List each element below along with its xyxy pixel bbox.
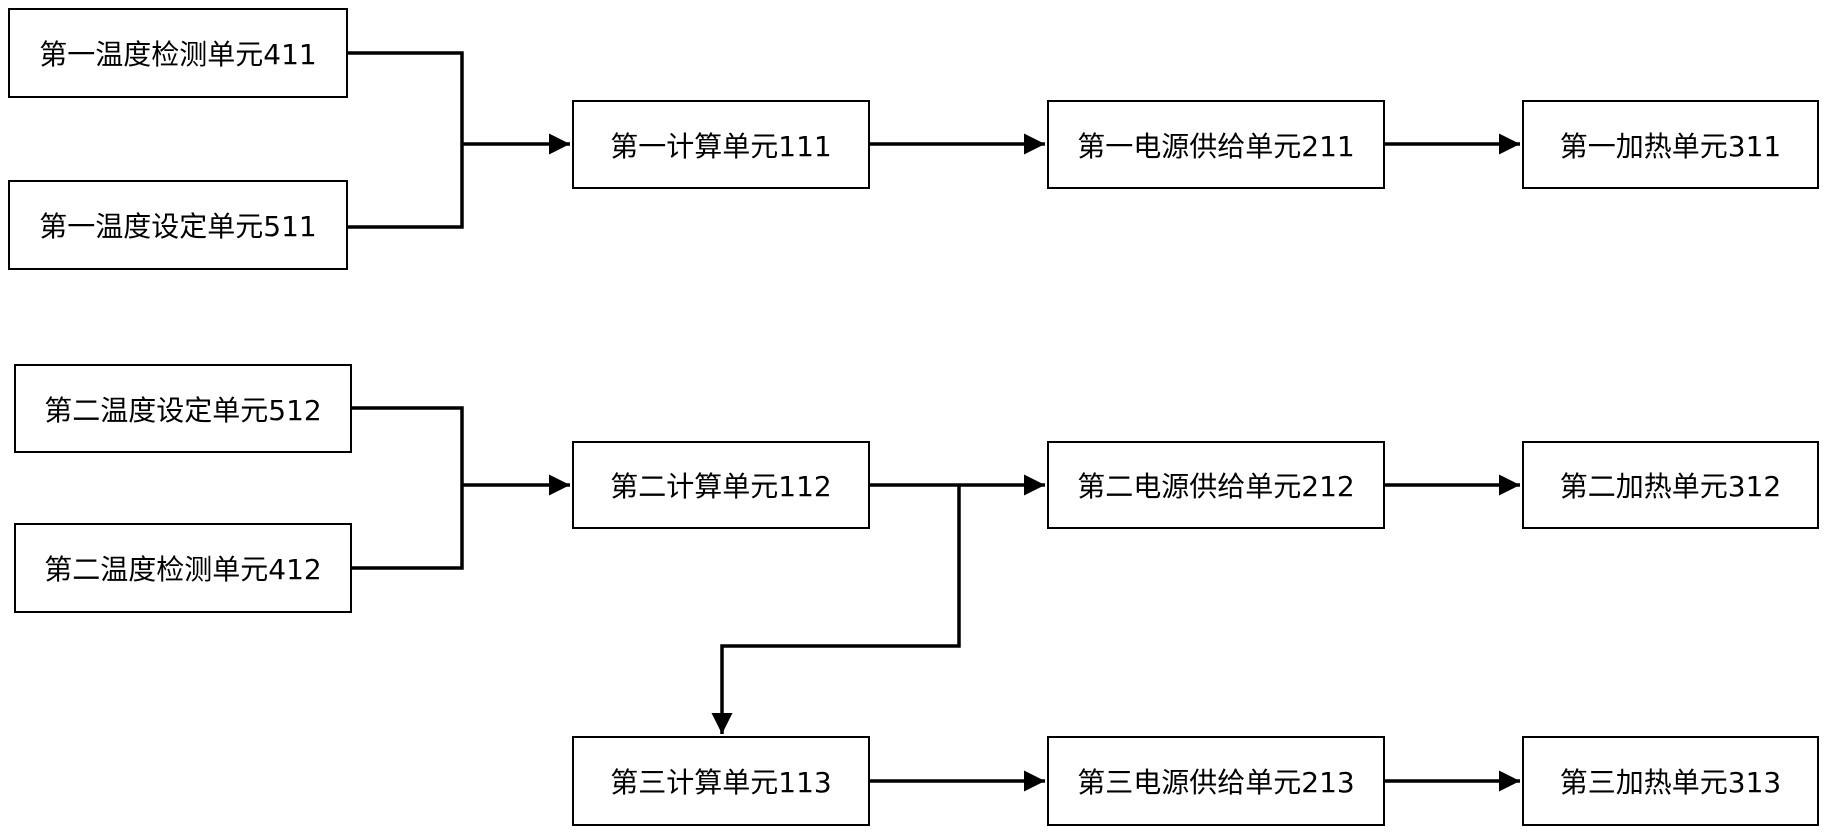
- power-supply-unit-1: 第一电源供给单元211: [1047, 100, 1385, 189]
- calc-unit-3: 第三计算单元113: [572, 736, 870, 826]
- temp-detect-unit-1: 第一温度检测单元411: [8, 8, 348, 98]
- temp-detect-unit-2: 第二温度检测单元412: [14, 523, 352, 613]
- calc-unit-1: 第一计算单元111: [572, 100, 870, 189]
- edge-temp-set-2-to-calc-2: [352, 406, 464, 570]
- heating-unit-1: 第一加热单元311: [1522, 100, 1819, 189]
- power-supply-unit-3: 第三电源供给单元213: [1047, 736, 1385, 826]
- heating-unit-2: 第二加热单元312: [1522, 441, 1819, 529]
- calc-unit-2: 第二计算单元112: [572, 441, 870, 529]
- edge-calc-2-to-calc-3: [711, 485, 961, 734]
- edge-temp-detect-1-to-calc-1: [348, 51, 464, 229]
- power-supply-unit-2: 第二电源供给单元212: [1047, 441, 1385, 529]
- temp-set-unit-1: 第一温度设定单元511: [8, 180, 348, 270]
- heating-unit-3: 第三加热单元313: [1522, 736, 1819, 826]
- temp-set-unit-2: 第二温度设定单元512: [14, 364, 352, 453]
